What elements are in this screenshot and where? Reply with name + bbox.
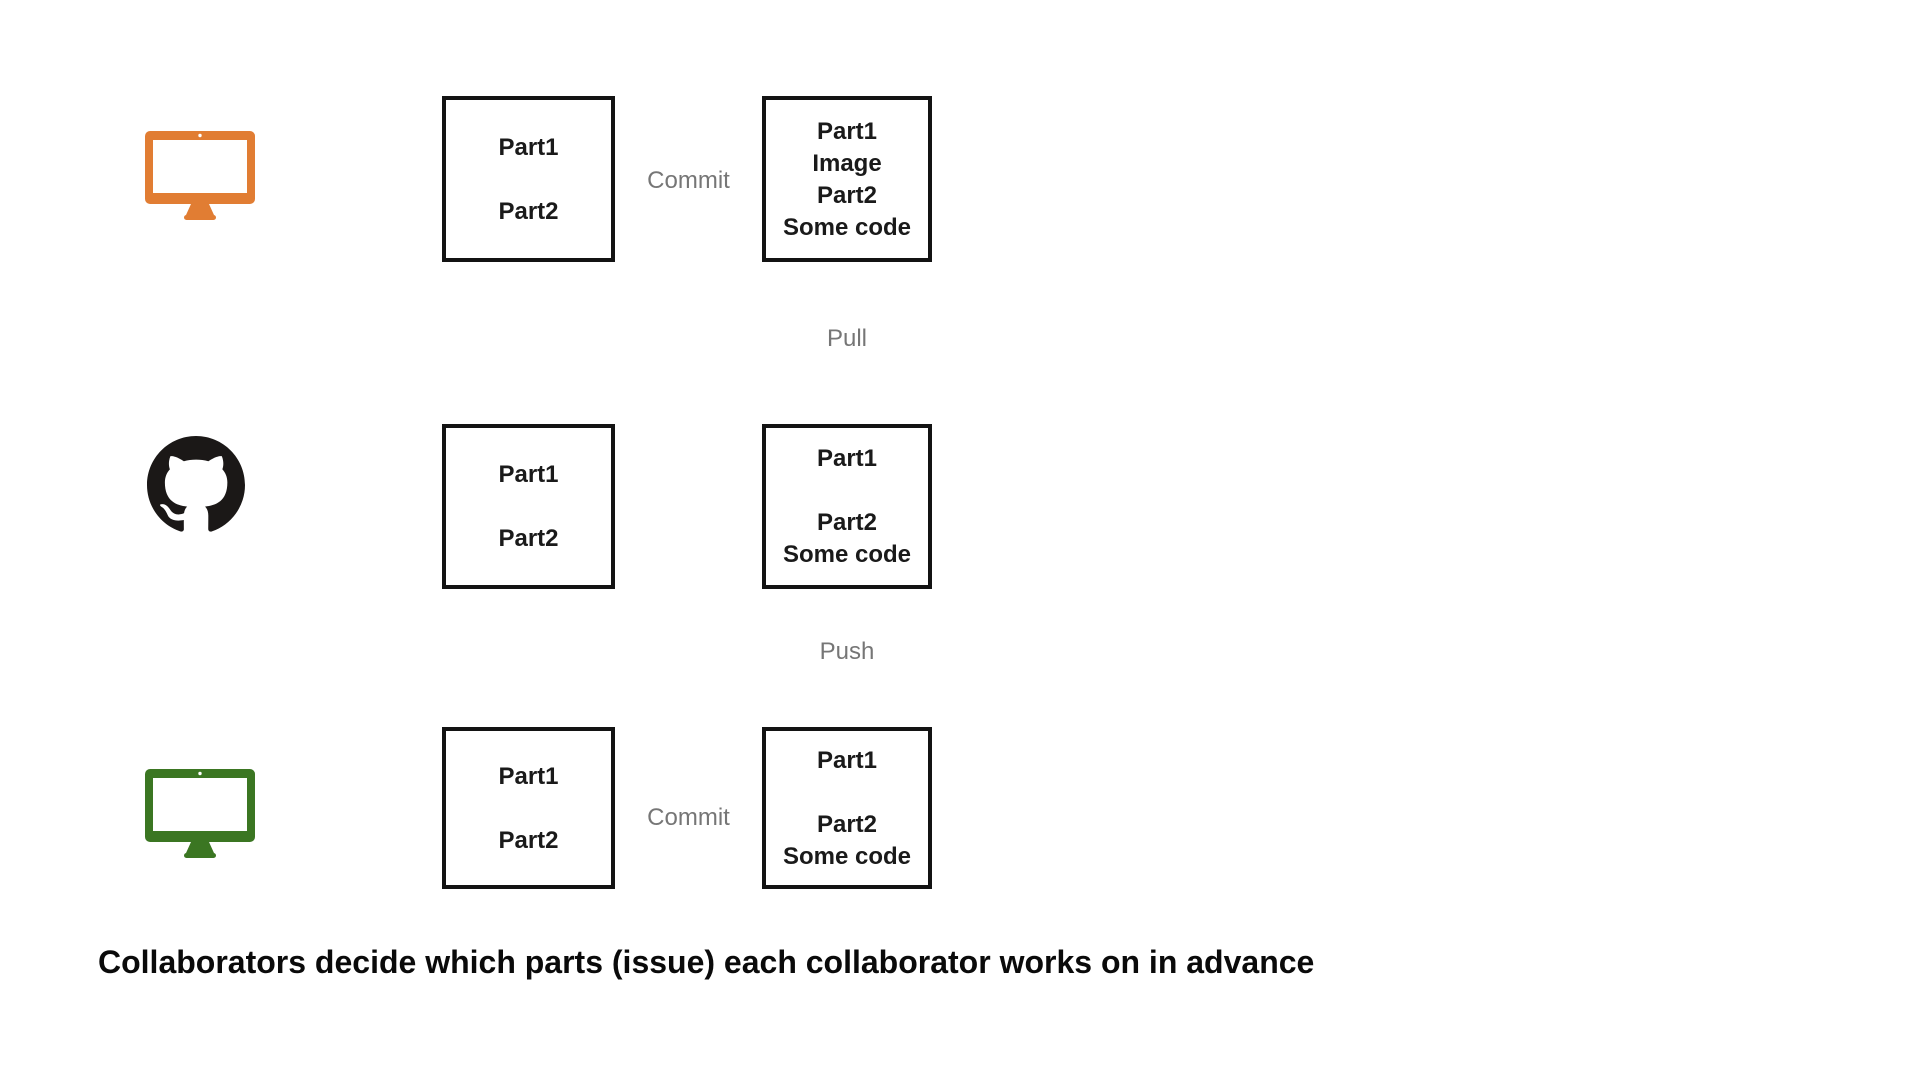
collaborator-1-row-icon [145,131,255,220]
box-line: Part1 [498,133,559,161]
box-line: Part2 [816,181,878,209]
box-line: Part2 [498,525,559,552]
box-line: Part1 [498,461,559,488]
desktop-monitor-icon [145,131,255,220]
box-line: Part2 [498,197,559,225]
working-copy-box: Part1 Part2 [442,727,615,889]
box-line: Part2 [498,826,559,854]
commit-label: Commit [647,167,730,194]
box-line: Part1 [816,117,878,145]
push-label: Push [819,638,875,665]
local-repo-box: Part1 Part2 Some code [762,727,932,889]
github-remote-row-icon [147,436,245,534]
remote-repo-box: Part1 Part2 Some code [762,424,932,589]
box-line: Part1 [816,746,878,774]
box-line: Part1 [816,445,878,472]
box-line: Some code [782,842,912,870]
box-line: Part2 [816,509,878,536]
box-line: Image [812,149,882,177]
box-line: Some code [782,213,912,241]
pull-label: Pull [826,325,868,352]
working-copy-box: Part1 Part2 [442,96,615,262]
row2-action-label [615,491,762,521]
github-icon [147,436,245,532]
commit-label: Commit [647,804,730,831]
remote-working-box: Part1 Part2 [442,424,615,589]
box-line: Some code [782,541,912,568]
collaborator-2-row-icon [145,769,255,858]
caption-text: Collaborators decide which parts (issue)… [98,944,1315,980]
box-line: Part1 [498,762,559,790]
box-line: Part2 [816,810,878,838]
local-repo-box: Part1 Image Part2 Some code [762,96,932,262]
desktop-monitor-icon [145,769,255,858]
